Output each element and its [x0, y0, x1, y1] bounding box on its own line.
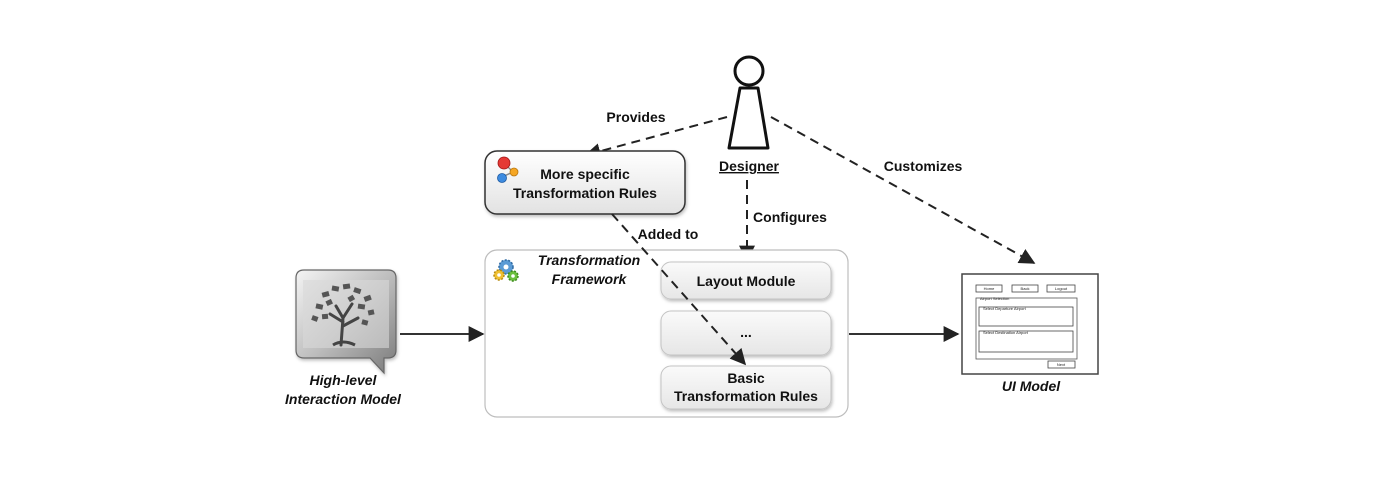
ui-model: Home Back Logout Airport Selection Selec…: [961, 273, 1099, 394]
framework-title-line2: Framework: [552, 271, 628, 287]
ui-mock-group: [975, 297, 1078, 360]
layout-module-label: Layout Module: [697, 273, 796, 289]
configures-label: Configures: [753, 209, 827, 225]
interaction-model-line1: High-level: [310, 372, 378, 388]
framework-title-line1: Transformation: [538, 252, 640, 268]
designer-actor: Designer: [719, 55, 780, 174]
designer-body: [727, 86, 770, 150]
ui-mock-home: Home: [984, 286, 995, 291]
provides-arrow: [584, 116, 728, 159]
ui-model-label: UI Model: [1002, 378, 1061, 394]
basic-rules-line2: Transformation Rules: [674, 388, 818, 404]
molecule-icon: [497, 156, 519, 183]
ellipsis-module: ...: [660, 310, 832, 356]
ui-mock-next-label: Next: [1057, 362, 1066, 367]
basic-rules-module: Basic Transformation Rules: [660, 365, 832, 410]
interaction-model-line2: Interaction Model: [285, 391, 402, 407]
ui-mock-field1-label: Select Departure Airport: [983, 306, 1027, 311]
ui-mock-back: Back: [1021, 286, 1030, 291]
provides-label: Provides: [606, 109, 665, 125]
customizes-label: Customizes: [884, 158, 963, 174]
added-to-arrow: [611, 213, 747, 366]
ui-mock-logout: Logout: [1055, 286, 1068, 291]
basic-rules-line1: Basic: [727, 370, 765, 386]
gears-icon: [493, 259, 519, 282]
added-to-label: Added to: [638, 226, 699, 242]
layout-module: Layout Module: [660, 261, 832, 300]
ui-mock-field1: [978, 306, 1074, 327]
designer-head: [733, 55, 765, 87]
specific-rules-line2: Transformation Rules: [513, 185, 657, 201]
ui-mock-toolbar: Home Back Logout: [975, 284, 1076, 293]
ui-mock-next: [1047, 360, 1076, 369]
specific-rules-line1: More specific: [540, 166, 630, 182]
tree-speech-bubble-icon: [295, 269, 397, 375]
designer-label: Designer: [719, 158, 779, 174]
ellipsis-module-label: ...: [740, 324, 752, 340]
interaction-model: High-level Interaction Model: [285, 269, 402, 407]
ui-mock-field2: [978, 330, 1074, 353]
ui-mock-group-title: Airport Selection: [980, 296, 1009, 301]
specific-rules-box: More specific Transformation Rules: [484, 150, 686, 215]
customizes-arrow: [770, 116, 1036, 264]
transformation-framework: Transformation Framework Layout Module .…: [484, 249, 849, 418]
ui-mock-field2-label: Select Destination Airport: [983, 330, 1029, 335]
